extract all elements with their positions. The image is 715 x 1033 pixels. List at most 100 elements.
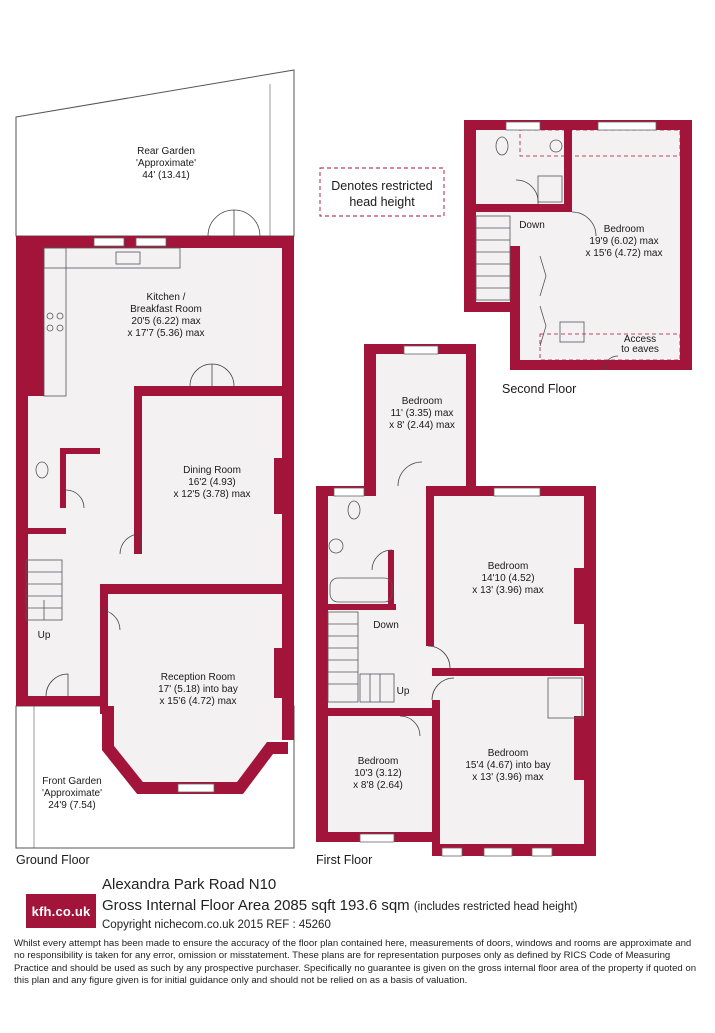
ff-wall-bottom-left-top bbox=[326, 708, 432, 716]
ff-wall-bottom-right bbox=[432, 844, 596, 856]
sf-wall-bottom-left bbox=[464, 302, 520, 312]
gf-stairs-up-label: Up bbox=[38, 630, 51, 641]
ff-bath-icon bbox=[329, 577, 393, 603]
first-floor-area bbox=[316, 344, 596, 856]
first-floor-label: First Floor bbox=[316, 853, 372, 867]
second-floor-plan bbox=[464, 120, 692, 371]
gia-value: Gross Internal Floor Area 2085 sqft 193.… bbox=[102, 897, 410, 914]
legend-line-2: head height bbox=[349, 195, 415, 209]
first-floor-plan bbox=[316, 344, 596, 857]
ff-wall-right bbox=[584, 486, 596, 856]
gross-internal-area: Gross Internal Floor Area 2085 sqft 193.… bbox=[102, 897, 578, 914]
kfh-logo: kfh.co.uk bbox=[26, 894, 96, 928]
sf-window-1 bbox=[505, 121, 541, 131]
sf-restricted-area-bottom bbox=[539, 333, 681, 361]
ff-wardrobe bbox=[547, 677, 583, 719]
kitchen-label-2: Breakfast Room bbox=[130, 304, 202, 315]
fb-right-label-2: 14'10 (4.52) bbox=[481, 573, 534, 584]
second-floor-label: Second Floor bbox=[502, 382, 576, 396]
ff-wall-bedroom-right-left bbox=[426, 486, 434, 646]
gf-wall-left-bottom bbox=[16, 696, 108, 706]
gf-door-dining bbox=[119, 533, 141, 555]
rear-garden-label-2: 'Approximate' bbox=[136, 158, 196, 169]
sb-bedroom-label-3: x 15'6 (4.72) max bbox=[586, 248, 663, 259]
dining-label-1: Dining Room bbox=[183, 465, 241, 476]
ff-toilet-icon bbox=[347, 500, 361, 520]
ff-wall-bottom-right-left bbox=[432, 700, 440, 856]
rear-garden-label-1: Rear Garden bbox=[137, 146, 195, 157]
kitchen-worktop-side bbox=[43, 247, 67, 397]
gf-wall-ext-left bbox=[18, 236, 44, 396]
gf-door-front bbox=[45, 673, 69, 697]
front-garden-label-3: 24'9 (7.54) bbox=[48, 800, 96, 811]
kitchen-label-1: Kitchen / bbox=[147, 292, 186, 303]
legend-line-1: Denotes restricted bbox=[331, 179, 432, 193]
sf-shower-icon bbox=[537, 175, 563, 203]
ff-door-bottom-right bbox=[431, 677, 455, 701]
sf-wall-left-lower bbox=[510, 246, 520, 370]
fb-bottom-right-label-3: x 13' (3.96) max bbox=[472, 772, 543, 783]
sf-stairs bbox=[475, 215, 511, 301]
gf-french-doors-dining bbox=[189, 363, 235, 387]
gf-wall-wc-v bbox=[60, 448, 66, 508]
fb-right-label-1: Bedroom bbox=[488, 561, 529, 572]
ff-wall-bathroom-v bbox=[388, 550, 394, 610]
room-labels: Rear Garden 'Approximate' 44' (13.41) Ki… bbox=[38, 146, 663, 811]
gf-window-rear-1 bbox=[93, 237, 125, 247]
fb-bottom-left-label-1: Bedroom bbox=[358, 756, 399, 767]
sf-window-2 bbox=[597, 121, 657, 131]
ff-door-bathroom bbox=[371, 549, 393, 571]
ff-stairs bbox=[327, 611, 395, 703]
fb-small-label-3: x 8' (2.44) max bbox=[389, 420, 455, 431]
gf-wall-reception-left bbox=[100, 584, 108, 714]
ff-basin-icon bbox=[328, 538, 344, 554]
sf-eaves-label-2: to eaves bbox=[621, 344, 659, 355]
sf-wardrobe-doors bbox=[539, 255, 547, 347]
gf-window-rear-2 bbox=[135, 237, 167, 247]
ff-window-bottom-left bbox=[359, 833, 395, 843]
sf-wall-shower-room bbox=[564, 130, 572, 210]
fb-bottom-left-label-2: 10'3 (3.12) bbox=[354, 768, 402, 779]
sf-wall-right bbox=[680, 120, 692, 370]
ground-floor-plan bbox=[15, 69, 295, 849]
fb-small-label-2: 11' (3.35) max bbox=[391, 408, 454, 419]
ff-stairs-up-label: Up bbox=[397, 686, 410, 697]
ff-fireplace-right bbox=[574, 568, 584, 624]
reception-label-2: 17' (5.18) into bay bbox=[158, 684, 238, 695]
ff-wall-bathroom bbox=[326, 604, 396, 610]
front-garden-label-2: 'Approximate' bbox=[42, 788, 102, 799]
ground-floor-label: Ground Floor bbox=[16, 853, 90, 867]
ff-wall-small-right bbox=[466, 344, 476, 494]
ff-window-bay-1 bbox=[441, 847, 463, 857]
sf-toilet-icon bbox=[495, 136, 509, 156]
sf-wall-bottom bbox=[514, 360, 692, 370]
gf-door-wc bbox=[65, 489, 85, 509]
ff-window-bay-3 bbox=[531, 847, 553, 857]
ff-door-small-bedroom bbox=[397, 461, 423, 487]
sf-eaves-label-1: Access bbox=[624, 334, 656, 345]
sf-stairs-down-label: Down bbox=[519, 220, 545, 231]
gf-wall-right bbox=[282, 236, 294, 740]
ground-floor-area bbox=[16, 236, 294, 790]
sf-door-eaves bbox=[603, 355, 619, 371]
fb-bottom-left-label-3: x 8'8 (2.64) bbox=[353, 780, 403, 791]
sf-door-bedroom bbox=[571, 211, 597, 237]
ff-wall-small-left bbox=[364, 344, 376, 494]
sf-basin-icon bbox=[549, 139, 563, 153]
ff-window-small-bedroom bbox=[403, 345, 439, 355]
reception-label-1: Reception Room bbox=[161, 672, 235, 683]
ff-fireplace-bottom-right bbox=[574, 716, 584, 780]
rear-garden-label-3: 44' (13.41) bbox=[142, 170, 190, 181]
hob-icon bbox=[46, 312, 64, 332]
kitchen-label-3: 20'5 (6.22) max bbox=[131, 316, 200, 327]
kitchen-sink bbox=[115, 251, 141, 265]
sf-skylight-icon bbox=[559, 321, 585, 343]
gf-fireplace-reception bbox=[274, 648, 284, 698]
ff-wall-left bbox=[316, 486, 328, 842]
ff-stairs-down-label: Down bbox=[373, 620, 399, 631]
ff-window-bay-2 bbox=[483, 847, 513, 857]
gf-wall-wc bbox=[60, 448, 100, 454]
gf-wall-dining-top bbox=[134, 386, 284, 396]
gf-wall-reception-top bbox=[100, 584, 288, 594]
